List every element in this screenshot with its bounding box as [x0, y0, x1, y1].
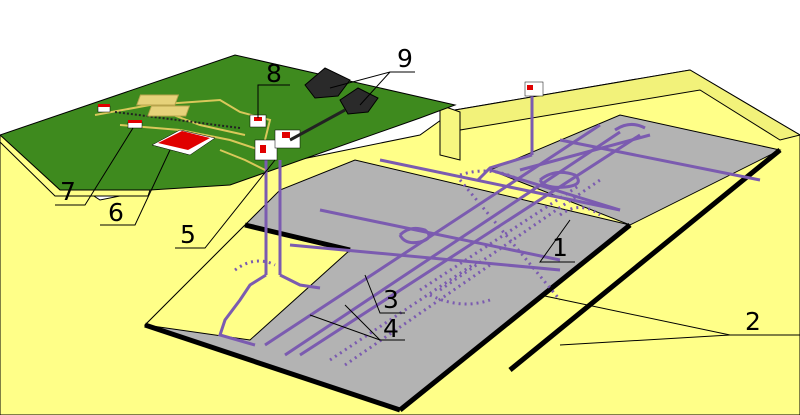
shaft-bottom-drift-2 — [279, 273, 321, 290]
crosscut-1 — [379, 158, 621, 212]
seam-edge-right — [398, 223, 632, 412]
connector-drift — [476, 153, 533, 182]
storage-pad-2 — [147, 105, 191, 117]
crosscut-3 — [289, 243, 561, 272]
crosscut-2 — [319, 208, 561, 262]
projected-drift-5 — [458, 179, 562, 301]
headframe-main — [254, 129, 301, 161]
leader-2b — [559, 334, 731, 346]
callout-labels: 1 2 3 4 5 6 7 8 9 — [60, 44, 761, 343]
shaft-bottom-drift — [218, 273, 267, 347]
main-drift-2 — [284, 130, 621, 357]
callout-5: 5 — [180, 220, 196, 249]
callout-8: 8 — [266, 59, 282, 88]
projected-workings — [234, 169, 601, 367]
drift-loop-upper — [398, 226, 431, 245]
drift-loop-far — [614, 123, 646, 132]
spoil-heap-2 — [339, 87, 379, 115]
road-2 — [119, 124, 261, 151]
ventilation-building — [524, 81, 544, 97]
projected-drift-1 — [329, 258, 481, 362]
small-building-2 — [97, 104, 111, 113]
leader-5 — [175, 159, 276, 249]
callout-1: 1 — [552, 233, 568, 262]
drift-loop-right — [538, 170, 580, 189]
leader-lines — [55, 71, 800, 346]
main-plant-building — [151, 129, 216, 156]
leader-3 — [364, 274, 405, 314]
seam-edge-bottom — [144, 322, 401, 413]
underground-workings — [218, 95, 761, 357]
seam-edge-upper-right — [508, 148, 782, 372]
main-drift-1 — [264, 123, 601, 347]
crosscut-upper-2 — [519, 133, 651, 172]
callout-3: 3 — [383, 285, 399, 314]
seam-edge-cutout — [244, 222, 351, 253]
rail-track — [114, 111, 241, 129]
projected-drift-4 — [439, 178, 601, 292]
crosscut-4 — [489, 168, 621, 212]
callout-7: 7 — [60, 177, 76, 206]
surface-roads — [94, 98, 272, 171]
callout-2: 2 — [745, 307, 761, 336]
projected-loop-3 — [459, 169, 521, 182]
spoil-heap-1 — [304, 67, 351, 99]
leader-4b — [344, 304, 381, 341]
callout-6: 6 — [108, 198, 124, 227]
callout-9: 9 — [397, 44, 413, 73]
leader-1 — [539, 219, 575, 263]
callout-4: 4 — [383, 314, 399, 343]
rock-inner-wall — [439, 104, 461, 161]
leader-9b — [359, 71, 391, 106]
small-building-1 — [127, 120, 143, 129]
leader-7 — [55, 127, 134, 206]
leader-6 — [100, 149, 171, 226]
surface-facilities — [94, 67, 544, 171]
road-1 — [94, 98, 272, 141]
projected-loop-2 — [429, 293, 491, 306]
road-4 — [219, 149, 266, 171]
leader-8 — [257, 84, 290, 118]
main-drift-3 — [299, 133, 641, 357]
crosscut-upper — [559, 138, 761, 182]
storage-pad-1 — [136, 94, 180, 106]
spoil-conveyor — [289, 108, 346, 142]
projected-drift-3 — [419, 183, 581, 292]
